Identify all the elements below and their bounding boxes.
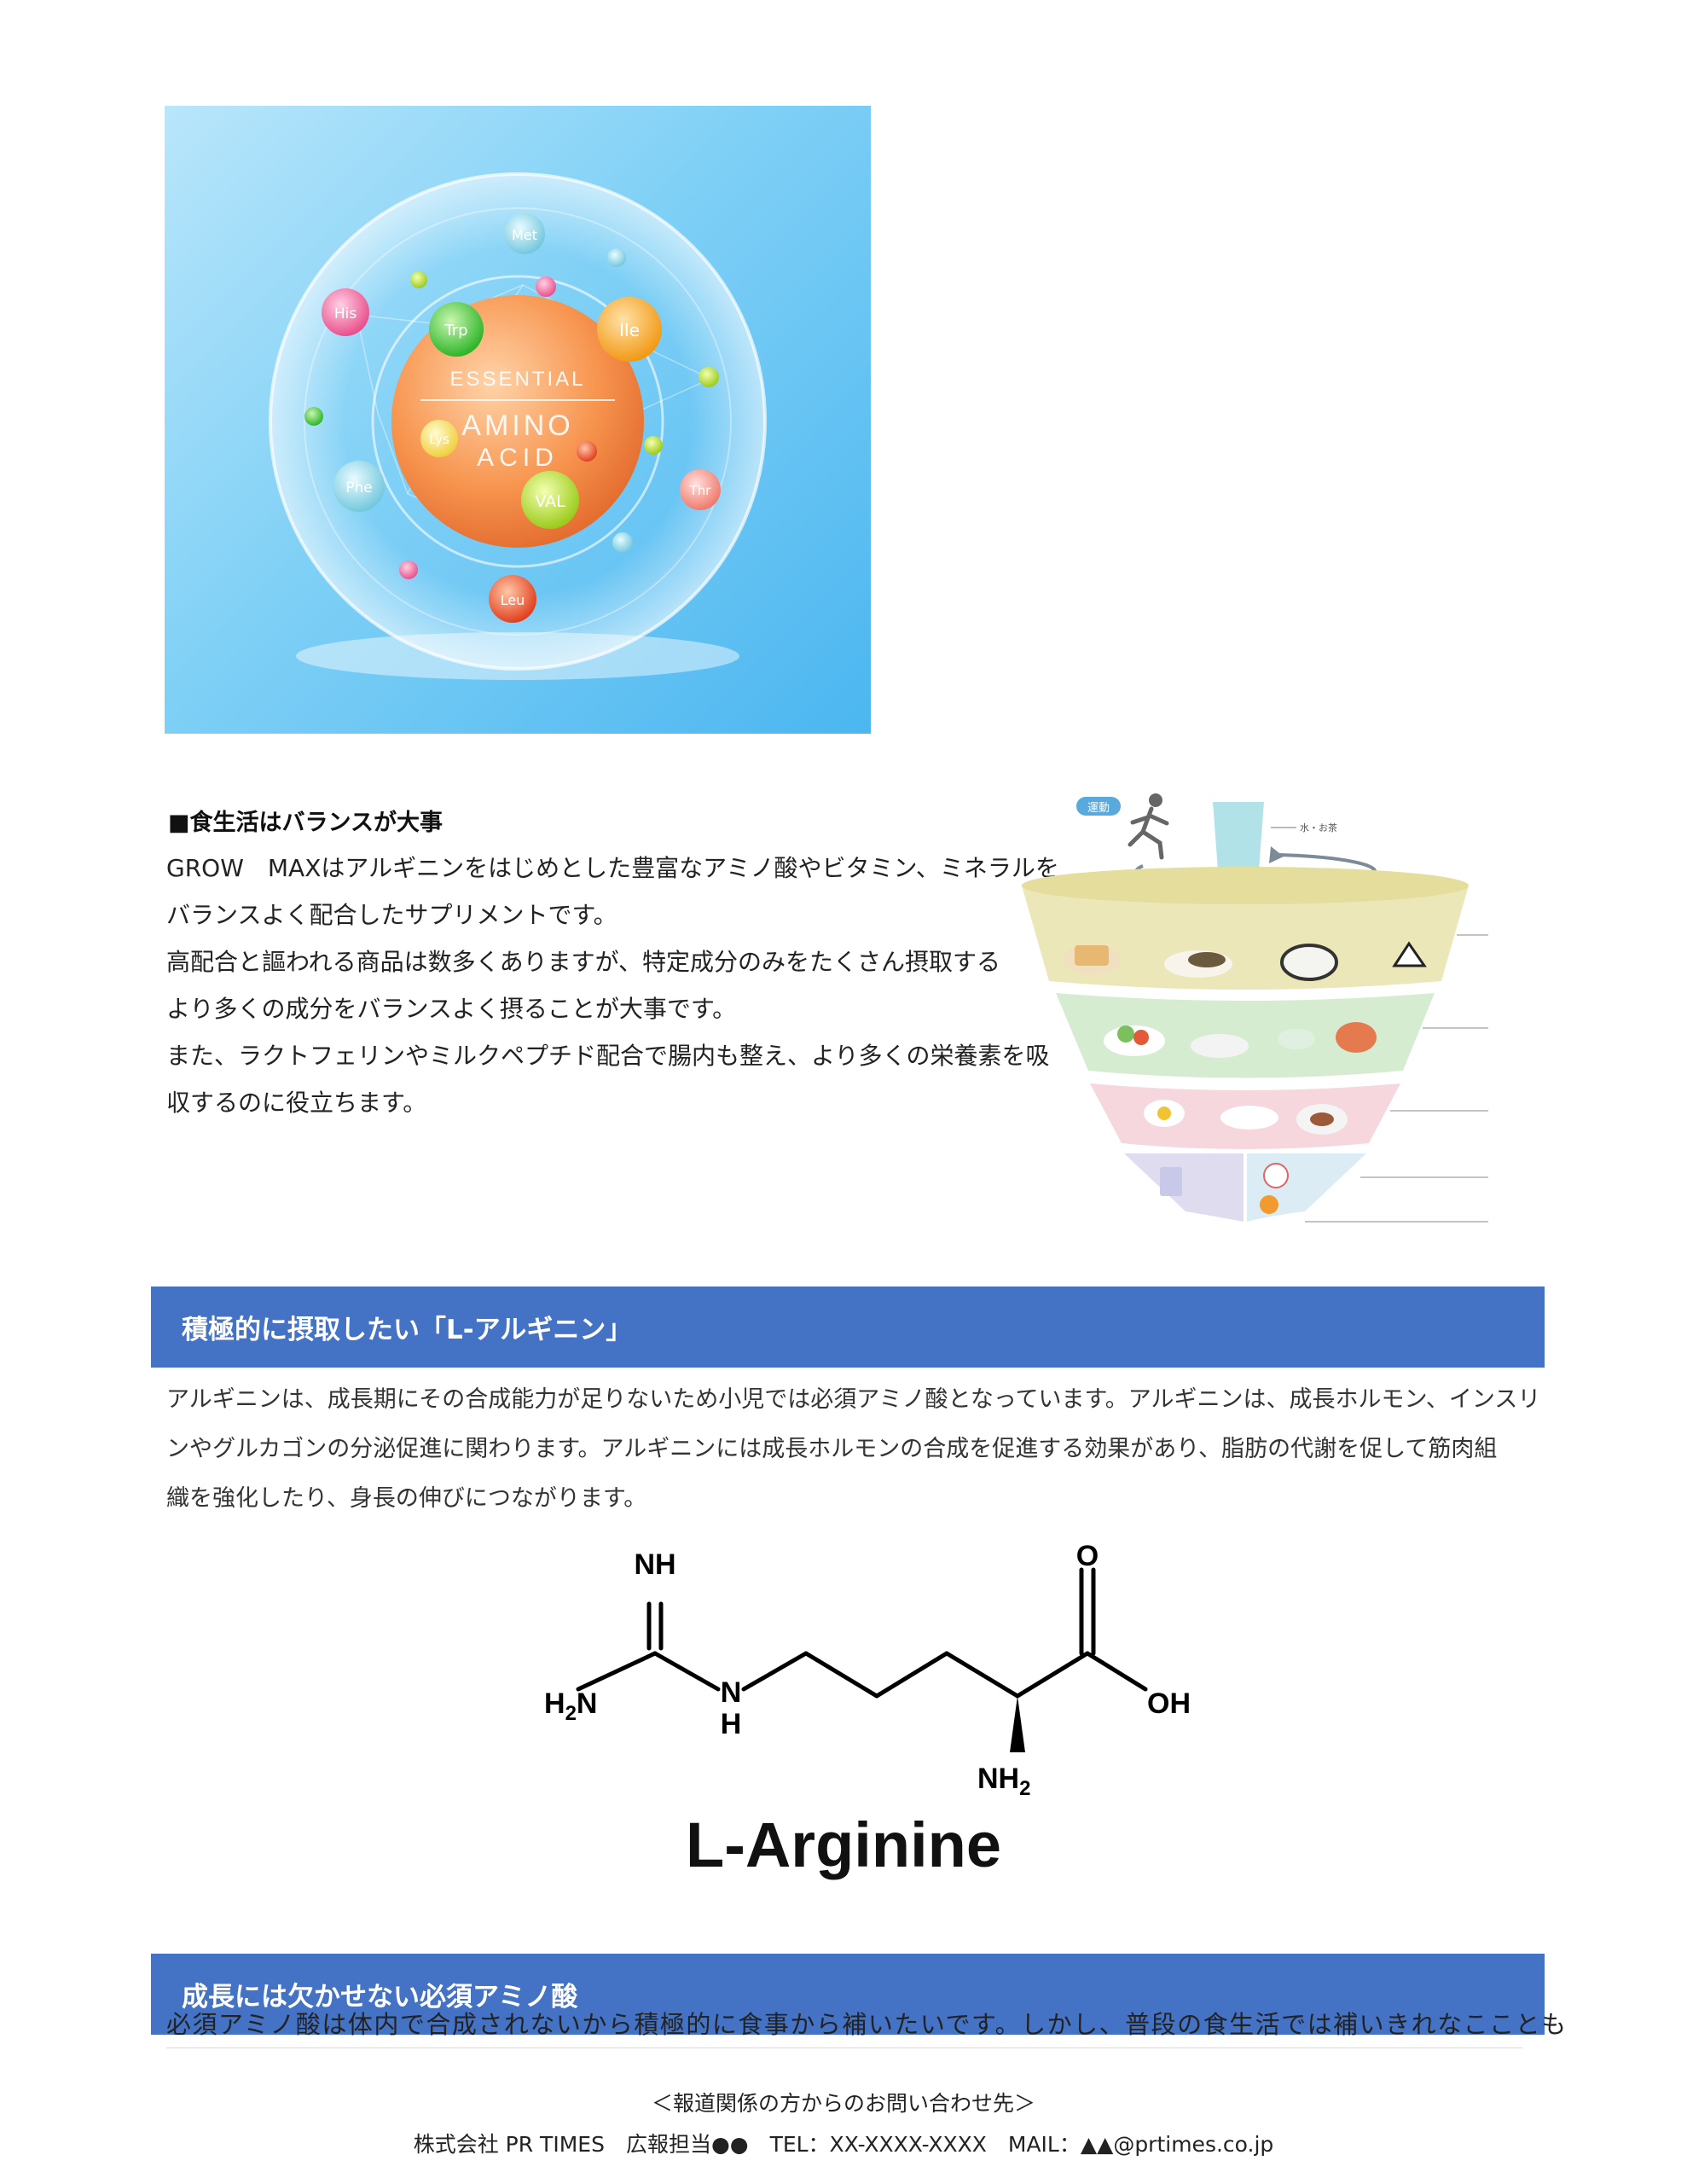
food-pyramid-illustration: 運動 水・お茶 [1015, 785, 1493, 1237]
balance-line: 高配合と謳われる商品は数多くありますが、特定成分のみをたくさん摂取する [166, 948, 1001, 976]
balance-line: 収するのに役立ちます。 [166, 1089, 427, 1117]
arginine-body: アルギニンは、成長期にその合成能力が足りないため小児では必須アミノ酸となっていま… [166, 1375, 1541, 1524]
amino-center-line2: AMINO [461, 410, 573, 442]
balance-body: GROW MAXはアルギニンをはじめとした豊富なアミノ酸やビタミン、ミネラルを … [166, 845, 1059, 1126]
arginine-structure-diagram: NH H2N N H O OH NH2 [495, 1536, 1211, 1894]
amino-ball-his-label: His [334, 305, 357, 322]
amino-ball-thr-label: Thr [689, 483, 712, 498]
structure-h2n: H2N [544, 1687, 597, 1725]
amino-ball-met [504, 213, 545, 254]
amino-center-line3: ACID [477, 444, 559, 472]
section-header-essential: 成長には欠かせない必須アミノ酸 [151, 1954, 1545, 2035]
amino-ball-val [521, 471, 579, 529]
balance-title: ■食生活はバランスが大事 [168, 810, 443, 836]
structure-h: H [721, 1708, 742, 1740]
amino-ball-ile-label: Ile [619, 320, 640, 340]
arginine-line: アルギニンは、成長期にその合成能力が足りないため小児では必須アミノ酸となっていま… [166, 1386, 1541, 1413]
structure-oh: OH [1147, 1687, 1191, 1720]
pyramid-label-water: 水・お茶 [1300, 822, 1337, 834]
amino-ball-met-label: Met [512, 227, 537, 243]
amino-ball-val-label: VAL [535, 492, 565, 511]
arginine-line: 織を強化したり、身長の伸びにつながります。 [166, 1485, 647, 1512]
amino-ball-his [322, 288, 369, 336]
amino-center-line1: ESSENTIAL [449, 368, 585, 391]
arginine-line: ンやグルカゴンの分泌促進に関わります。アルギニンには成長ホルモンの合成を促進する… [166, 1436, 1498, 1462]
amino-ball-phe [333, 461, 385, 512]
balance-line: GROW MAXはアルギニンをはじめとした豊富なアミノ酸やビタミン、ミネラルを [166, 854, 1059, 882]
structure-name: L-Arginine [686, 1809, 1001, 1880]
amino-acid-illustration: ESSENTIAL AMINO ACID Met His Trp Ile Lys… [165, 106, 871, 734]
structure-o: O [1076, 1540, 1099, 1572]
footer-contact-details: 株式会社 PR TIMES 広報担当●● TEL：XX-XXXX-XXXX MA… [413, 2132, 1274, 2157]
structure-nh: NH [634, 1548, 675, 1581]
section-header-arginine: 積極的に摂取したい「L-アルギニン」 [151, 1287, 1545, 1368]
amino-ball-ile [597, 297, 662, 362]
amino-ball-lys-label: Lys [429, 432, 449, 447]
balance-line: より多くの成分をバランスよく摂ることが大事です。 [166, 995, 737, 1023]
footer-contact-heading: ＜報道関係の方からのお問い合わせ先＞ [651, 2091, 1035, 2116]
balance-line: バランスよく配合したサプリメントです。 [166, 901, 617, 929]
amino-ball-thr [680, 469, 721, 510]
amino-ball-trp-label: Trp [443, 322, 467, 340]
amino-ball-leu [489, 575, 536, 623]
structure-n: N [721, 1676, 742, 1709]
structure-nh2: NH2 [977, 1763, 1030, 1800]
amino-ball-trp [429, 302, 484, 357]
essential-body: 必須アミノ酸は体内で合成されないから積極的に食事から補いたいです。しかし、普段の… [166, 2010, 1568, 2039]
amino-ball-leu-label: Leu [501, 592, 525, 608]
pyramid-label-exercise: 運動 [1087, 802, 1110, 815]
balance-line: また、ラクトフェリンやミルクペプチド配合で腸内も整え、より多くの栄養素を吸 [166, 1042, 1050, 1070]
amino-ball-lys [420, 420, 458, 457]
runner-icon [1128, 793, 1169, 860]
amino-ball-phe-label: Phe [345, 479, 373, 497]
